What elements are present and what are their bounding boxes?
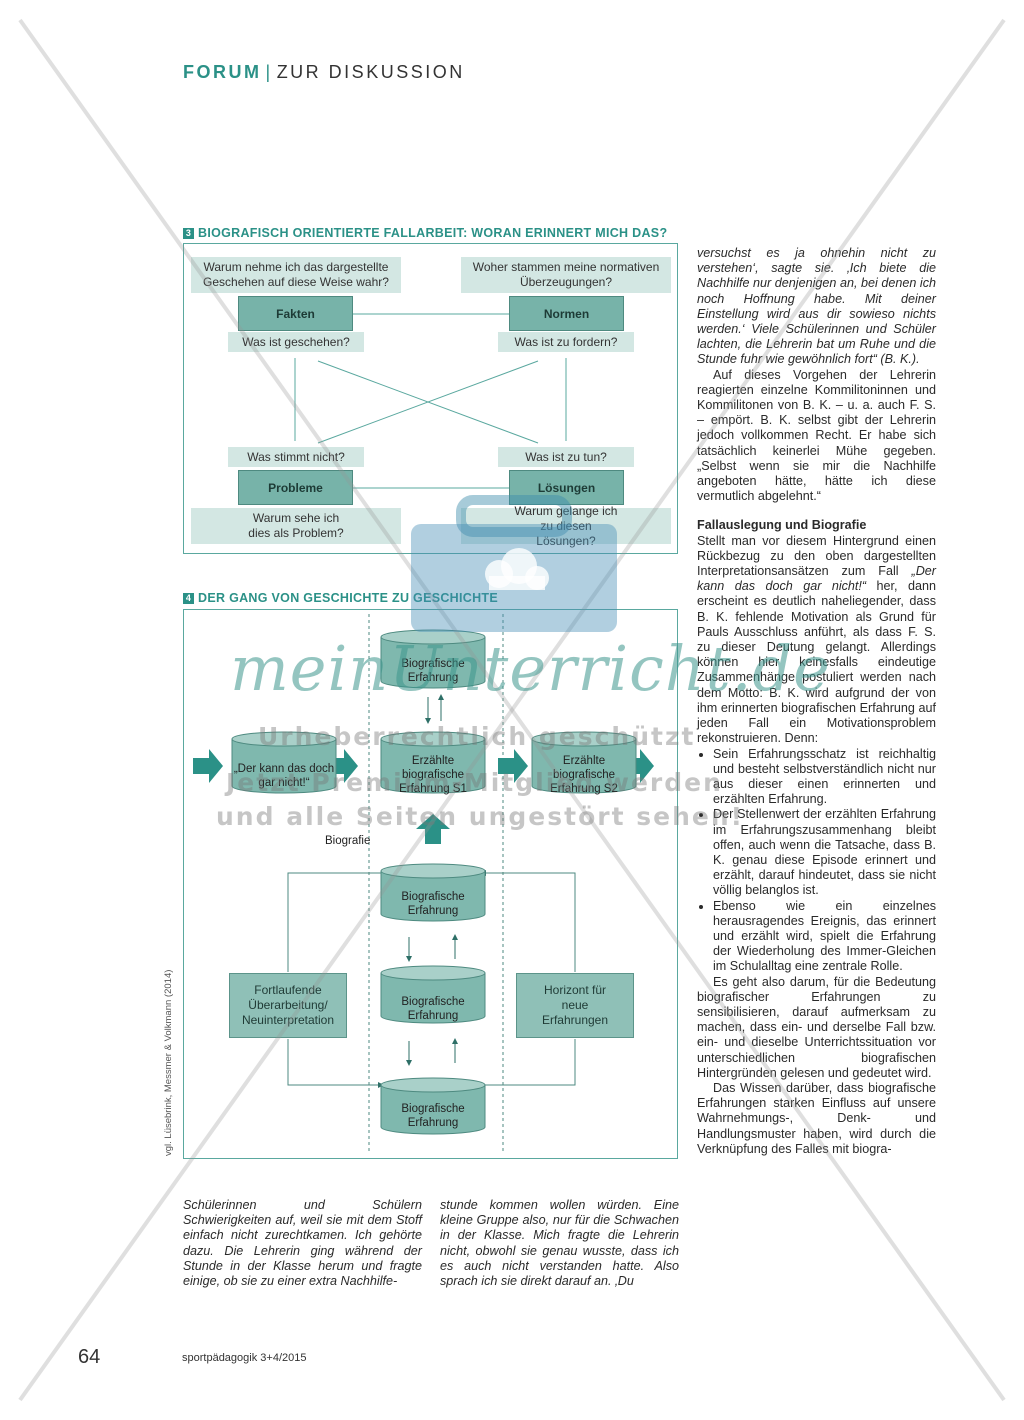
figure3-connectors	[294, 313, 567, 489]
question-probleme: Was stimmt nicht?	[228, 447, 364, 467]
right-paragraph-3: Stellt man vor diesem Hintergrund einen …	[697, 533, 936, 746]
page-number: 64	[78, 1346, 101, 1368]
figure4-number: 4	[183, 593, 194, 604]
cylinder-top	[380, 629, 486, 689]
box-reinterpretation: Fortlaufende Überarbeitung/ Neuinterpret…	[229, 973, 347, 1038]
topic-label: ZUR DISKUSSION	[276, 62, 465, 82]
cylinder-s1	[380, 731, 486, 794]
question-solution-path: Warum gelange ich zu diesen Lösungen?	[461, 504, 671, 548]
running-header: FORUM|ZUR DISKUSSION	[183, 62, 465, 83]
cylinder-case	[231, 731, 337, 794]
cylinder-top-label: Biografische Erfahrung	[401, 658, 465, 684]
cylinder-bio-2-label: Biografische Erfahrung	[401, 996, 465, 1022]
bullet-item: Sein Erfahrungsschatz ist reichhaltig un…	[713, 747, 936, 808]
right-paragraph-1: versuchst es ja ohnehin nicht zu versteh…	[697, 246, 936, 367]
question-normen: Was ist zu fordern?	[498, 332, 634, 352]
header-separator: |	[265, 62, 273, 82]
right-paragraph-4: Es geht also darum, für die Bedeutung bi…	[697, 974, 936, 1080]
arrow-up-icon	[416, 814, 450, 844]
right-paragraph-2: Auf dieses Vorgehen der Lehrerin reagier…	[697, 367, 936, 504]
loop-line-right-top	[480, 870, 576, 972]
footer-source: sportpädagogik 3+4/2015	[182, 1352, 307, 1364]
biografie-label: Biografie	[325, 835, 371, 847]
figure3-title-text: BIOGRAFISCH ORIENTIERTE FALLARBEIT: WORA…	[198, 226, 668, 240]
box-loesungen: Lösungen	[509, 470, 624, 505]
section-label: FORUM	[183, 62, 262, 82]
figure3-number: 3	[183, 228, 194, 239]
figure3-frame	[183, 243, 678, 554]
box-fakten: Fakten	[238, 296, 353, 331]
connector-diagonal-2	[317, 360, 539, 444]
box-probleme: Probleme	[238, 470, 353, 505]
cylinder-s2	[531, 731, 637, 794]
right-paragraph-5: Das Wissen darüber, dass biografische Er…	[697, 1080, 936, 1156]
arrow-in-icon	[193, 749, 223, 783]
bullet-item: Ebenso wie ein einzelnes herausragendes …	[713, 899, 936, 975]
bullet-list: Sein Erfahrungsschatz ist reichhaltig un…	[697, 747, 936, 975]
figure4-frame	[183, 609, 678, 1159]
cylinder-case-label: „Der kann das doch gar nicht!“	[233, 763, 335, 789]
bullet-item: Der Stellenwert der erzählten Erfahrung …	[713, 807, 936, 898]
box-normen: Normen	[509, 296, 624, 331]
loop-line-left-top	[287, 872, 381, 972]
cylinder-bio-3-label: Biografische Erfahrung	[401, 1103, 465, 1129]
cylinder-bio-2	[380, 965, 486, 1024]
cylinder-bio-1-label: Biografische Erfahrung	[401, 891, 465, 917]
cylinder-s1-label: Erzählte biografische Erfahrung S1	[399, 755, 467, 795]
figure3-title: 3 BIOGRAFISCH ORIENTIERTE FALLARBEIT: WOR…	[183, 226, 667, 240]
box-horizon: Horizont für neue Erfahrungen	[516, 973, 634, 1038]
arrow-out-icon	[624, 749, 654, 783]
loop-line-left-bottom	[287, 1039, 384, 1088]
cylinder-s2-label: Erzählte biografische Erfahrung S2	[550, 755, 618, 795]
question-perception: Warum nehme ich das dargestellte Gescheh…	[191, 257, 401, 293]
figure4-source: vgl. Lüsebrink, Messmer & Volkmann (2014…	[163, 969, 174, 1156]
left-column-bottom: Schülerinnen und Schülern Schwierigkeite…	[183, 1198, 422, 1289]
figure4-title-text: DER GANG VON GESCHICHTE ZU GESCHICHTE	[198, 591, 499, 605]
question-fakten: Was ist geschehen?	[228, 332, 364, 352]
right-column: versuchst es ja ohnehin nicht zu versteh…	[697, 246, 936, 1157]
loop-line-right-bottom	[483, 1039, 576, 1086]
question-loesungen: Was ist zu tun?	[498, 447, 634, 467]
question-problem-view: Warum sehe ich dies als Problem?	[191, 508, 401, 544]
cylinder-bio-1	[380, 863, 486, 922]
figure4-diagram	[193, 614, 654, 1154]
arrow-s1-s2-icon	[498, 749, 528, 783]
cylinder-bio-3	[380, 1077, 486, 1135]
figure4-title: 4 DER GANG VON GESCHICHTE ZU GESCHICHTE	[183, 591, 498, 605]
middle-column-bottom: stunde kommen wollen würden. Eine kleine…	[440, 1198, 679, 1289]
arrow-case-s1-icon	[328, 749, 358, 783]
question-norms-origin: Woher stammen meine normativen Überzeugu…	[461, 257, 671, 293]
subheading: Fallauslegung und Biografie	[697, 518, 867, 533]
